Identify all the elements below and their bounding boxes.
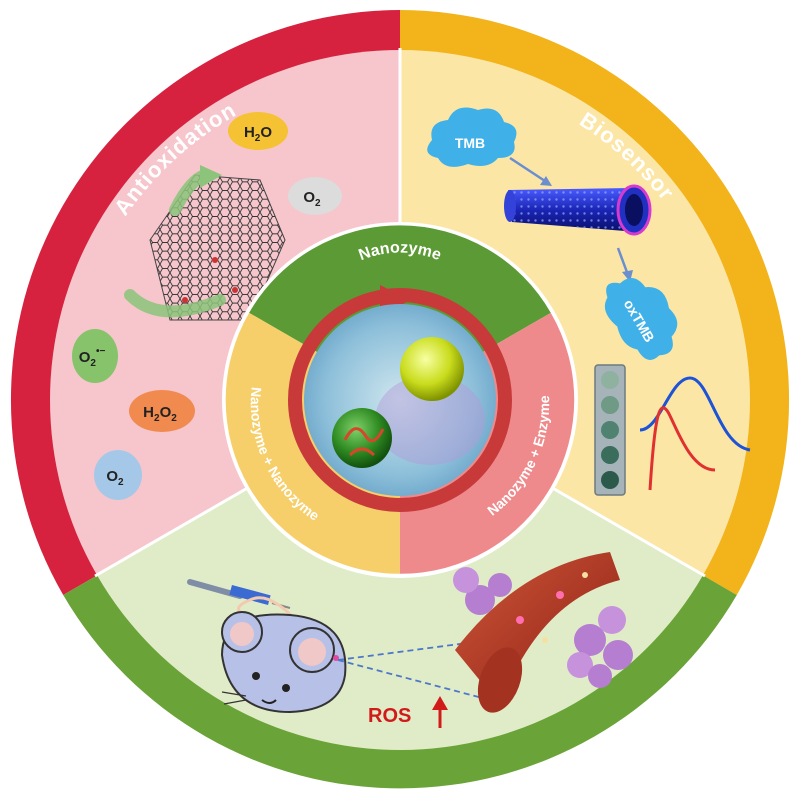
mouse-icon [220, 611, 347, 714]
mouse-tail-icon [237, 596, 302, 626]
arrow-tube-to-oxtmb [616, 247, 630, 276]
therapy-content: ROS [187, 552, 633, 728]
tmb-cloud: TMB [427, 107, 517, 167]
gold-nanoparticle-icon [400, 337, 464, 401]
enzyme-strand-icon [343, 427, 385, 457]
o2-bubble-bottom: O2 [94, 450, 142, 500]
arrowhead-tmb [540, 176, 552, 186]
green-nanoparticle-icon [332, 408, 392, 468]
dashed-line-bottom [337, 659, 491, 701]
core-haze [375, 375, 485, 465]
svg-text:H2O: H2O [244, 124, 272, 144]
ros-label: ROS [368, 705, 411, 727]
cell-cluster-icon [453, 567, 633, 688]
dashed-line-top [337, 639, 491, 661]
antioxidation-content: H2O O2 O2•− H2O2 O2 [72, 112, 342, 500]
svg-text:O2: O2 [106, 468, 124, 488]
arrow-head-icon [200, 165, 222, 188]
blood-vessel-icon [455, 552, 620, 713]
biosensor-content: TMB oxTMB [427, 107, 751, 496]
oxtmb-cloud: oxTMB [604, 278, 678, 360]
svg-text:TMB: TMB [455, 135, 485, 151]
inner-circle: Nanozyme Nanozyme + Nanozyme Nanozyme + … [222, 222, 578, 578]
h2o-bubble: H2O [228, 112, 288, 150]
svg-text:O2: O2 [303, 189, 321, 209]
svg-text:O2•−: O2•− [79, 346, 106, 369]
arrow-tmb-to-tube [509, 156, 549, 185]
graphene-sheet-icon [149, 174, 286, 321]
well-strip-icon [594, 364, 626, 496]
superoxide-bubble: O2•− [72, 329, 118, 383]
o2-bubble-top: O2 [288, 177, 342, 215]
curved-arrow-icon [124, 289, 226, 318]
svg-text:H2O2: H2O2 [143, 404, 177, 424]
h2o2-bubble: H2O2 [129, 390, 195, 432]
nanotube-icon [504, 184, 652, 236]
spectrum-plot-icon [639, 376, 751, 491]
ros-arrow-up-icon [432, 696, 448, 710]
